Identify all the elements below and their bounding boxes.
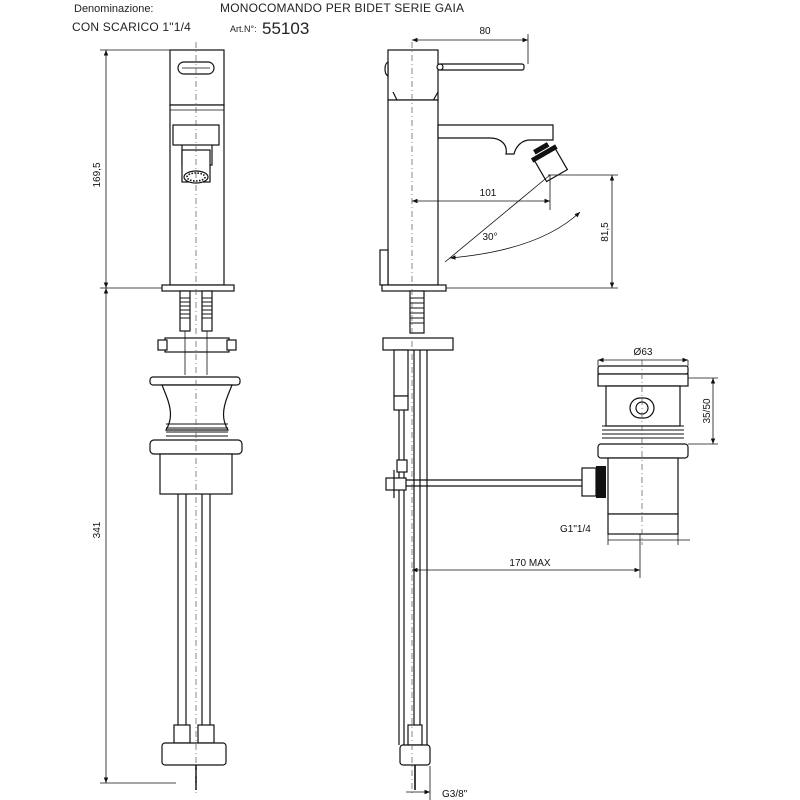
drain-cap (597, 365, 689, 375)
drain-nut (597, 443, 689, 459)
header-block: Denominazione: MONOCOMANDO PER BIDET SER… (72, 1, 464, 38)
front-hose-fitting-right (197, 724, 215, 744)
drain-linkage-connector (581, 467, 597, 497)
side-spout (437, 124, 554, 155)
front-drain-flange (149, 376, 241, 386)
dim-rod-length: 170 MAX (509, 558, 550, 569)
product-subtitle: CON SCARICO 1"1/4 (72, 20, 191, 34)
front-hose-right (201, 290, 213, 332)
dim-drain-thread: G1"1/4 (560, 524, 591, 535)
drain-tail (607, 457, 679, 515)
front-hose-left (179, 290, 191, 332)
product-title: MONOCOMANDO PER BIDET SERIE GAIA (220, 1, 464, 15)
side-rod-clamp (393, 395, 409, 411)
dim-drain-height: 35/50 (702, 398, 713, 423)
article-label: Art.N°: (230, 24, 257, 34)
dim-outlet-reach: 101 (480, 188, 497, 199)
side-dimensions: 80 101 81,5 30° 170 MAX G3/8" (406, 26, 641, 800)
side-lever (437, 63, 525, 71)
drain-thread-section (607, 513, 679, 535)
dim-swivel-angle: 30° (482, 232, 497, 243)
dim-height-total: 341 (92, 521, 103, 538)
front-fixing-nut (164, 337, 230, 353)
side-fixing-nut (382, 337, 454, 351)
front-base-plate (161, 284, 235, 292)
dim-drain-diameter: Ø63 (634, 347, 653, 358)
article-number: 55103 (262, 19, 309, 38)
drain-dimensions: Ø63 35/50 G1"1/4 (560, 347, 718, 545)
front-hose-fitting-left (173, 724, 191, 744)
front-drain-body (161, 384, 233, 431)
front-dimensions: 169,5 341 (92, 49, 176, 784)
dim-height-body: 169,5 (92, 162, 103, 187)
side-view (379, 42, 582, 795)
label-denominazione: Denominazione: (74, 3, 154, 15)
side-rod-joint (385, 477, 407, 491)
dim-outlet-height: 81,5 (600, 222, 611, 242)
dim-hose-thread: G3/8" (442, 789, 468, 800)
side-handle (387, 49, 439, 101)
dim-spout-reach: 80 (479, 26, 491, 37)
drain-flange (597, 373, 689, 387)
side-popup-knob (379, 249, 389, 286)
front-view (149, 42, 243, 795)
front-handle-top (169, 49, 225, 106)
drain-detail (581, 360, 689, 545)
side-body (387, 99, 439, 286)
side-hose-nut (399, 744, 431, 766)
side-base-plate (381, 284, 447, 292)
front-hose-nuts (161, 742, 227, 766)
